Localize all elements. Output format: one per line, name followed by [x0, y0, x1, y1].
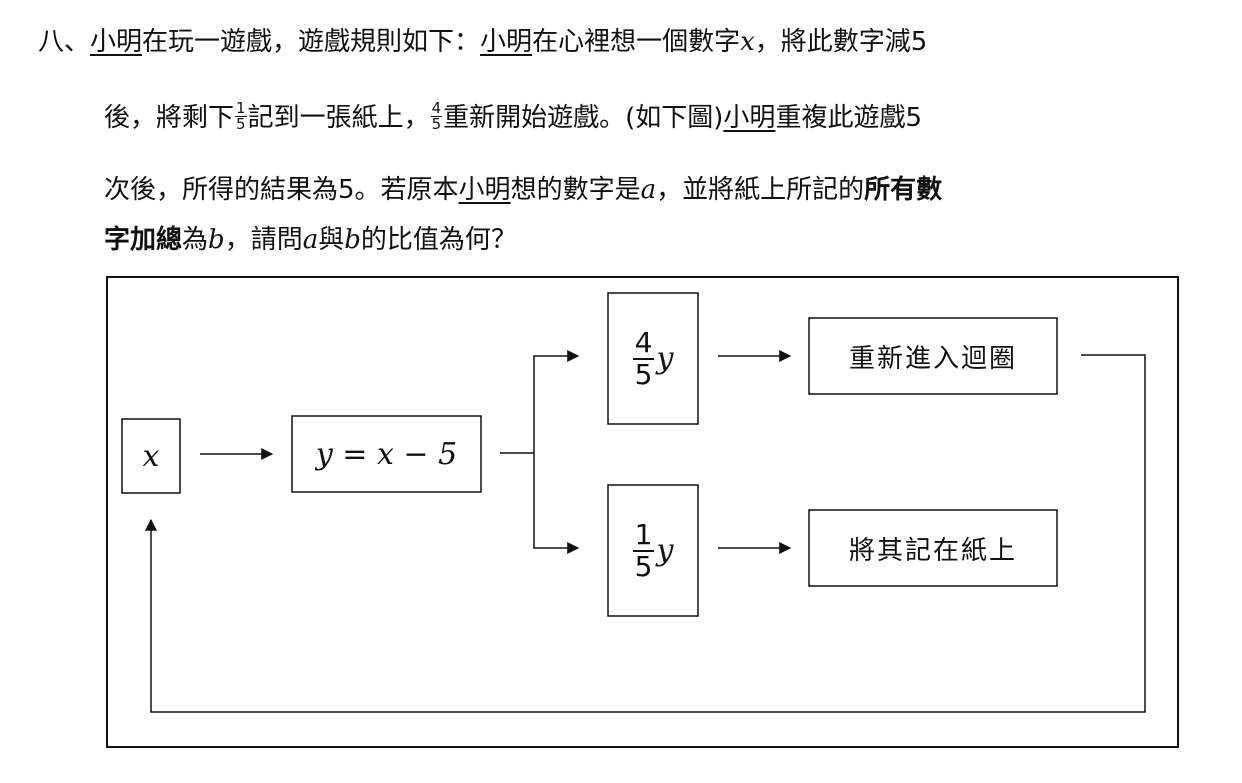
diagram-frame: [106, 276, 1179, 748]
text-segment: 為: [182, 225, 209, 255]
arrow-branch-top: [533, 350, 580, 453]
name-xiaoming: 小明: [723, 103, 776, 133]
box-x-label: x: [142, 438, 160, 474]
question-number: 八、: [38, 27, 91, 57]
fraction-numerator: 1: [632, 517, 655, 552]
text-segment: 想的數字是: [510, 175, 641, 205]
name-xiaoming: 小明: [458, 175, 511, 205]
text-segment: 的比值為何？: [360, 225, 517, 255]
variable-y: y: [656, 533, 674, 568]
name-xiaoming: 小明: [90, 27, 143, 57]
box-y-equals-label: y = x − 5: [315, 436, 458, 472]
fraction-denominator: 5: [634, 549, 653, 583]
fraction-numerator: 4: [632, 325, 655, 360]
variable-y: y: [656, 341, 674, 376]
question-line-4: 字加總為b，請問a與b的比值為何？: [104, 220, 517, 260]
name-xiaoming: 小明: [480, 27, 533, 57]
bold-text: 字加總: [104, 225, 183, 255]
fraction-numerator: 4: [430, 99, 443, 117]
variable-b: b: [344, 225, 361, 255]
box-x: [121, 418, 181, 494]
bold-text: 所有數: [864, 175, 943, 205]
text-segment: ，將此數字減5: [754, 27, 928, 57]
box-reenter-loop-label: 重新進入迴圈: [848, 343, 1017, 374]
arrow-branch-bottom: [533, 453, 580, 554]
text-segment: ，並將紙上所記的: [656, 175, 865, 205]
fraction-numerator: 1: [235, 99, 247, 117]
text-segment: 重複此遊戲5: [775, 103, 922, 133]
text-segment: 與: [318, 225, 345, 255]
text-segment: 記到一張紙上，: [247, 103, 430, 133]
box-four-fifths-y: [607, 292, 699, 425]
text-segment: 在玩一遊戲，遊戲規則如下：: [142, 27, 481, 57]
box-reenter-loop: [808, 317, 1058, 395]
box-record-on-paper: [808, 509, 1058, 587]
question-line-3: 次後，所得的結果為5。若原本小明想的數字是a，並將紙上所記的所有數: [104, 170, 942, 210]
variable-b: b: [208, 225, 225, 255]
text-segment: 重新開始遊戲。(如下圖): [443, 103, 724, 133]
loop-back-line: [145, 354, 1146, 713]
text-segment: ，請問: [224, 225, 303, 255]
question-line-1: 八、小明在玩一遊戲，遊戲規則如下：小明在心裡想一個數字x，將此數字減5: [38, 22, 927, 62]
fraction-denominator: 5: [236, 115, 246, 133]
variable-x: x: [740, 27, 755, 57]
text-segment: 在心裡想一個數字: [532, 27, 741, 57]
box-one-fifth-y: [607, 484, 699, 617]
fraction-denominator: 5: [431, 115, 442, 133]
variable-a: a: [302, 225, 319, 255]
text-segment: 次後，所得的結果為5。若原本: [104, 175, 459, 205]
text-segment: 後，將剩下: [104, 103, 235, 133]
variable-a: a: [640, 175, 657, 205]
fraction-denominator: 5: [634, 357, 653, 391]
box-y-equals: [291, 415, 482, 493]
box-record-on-paper-label: 將其記在紙上: [848, 535, 1017, 566]
